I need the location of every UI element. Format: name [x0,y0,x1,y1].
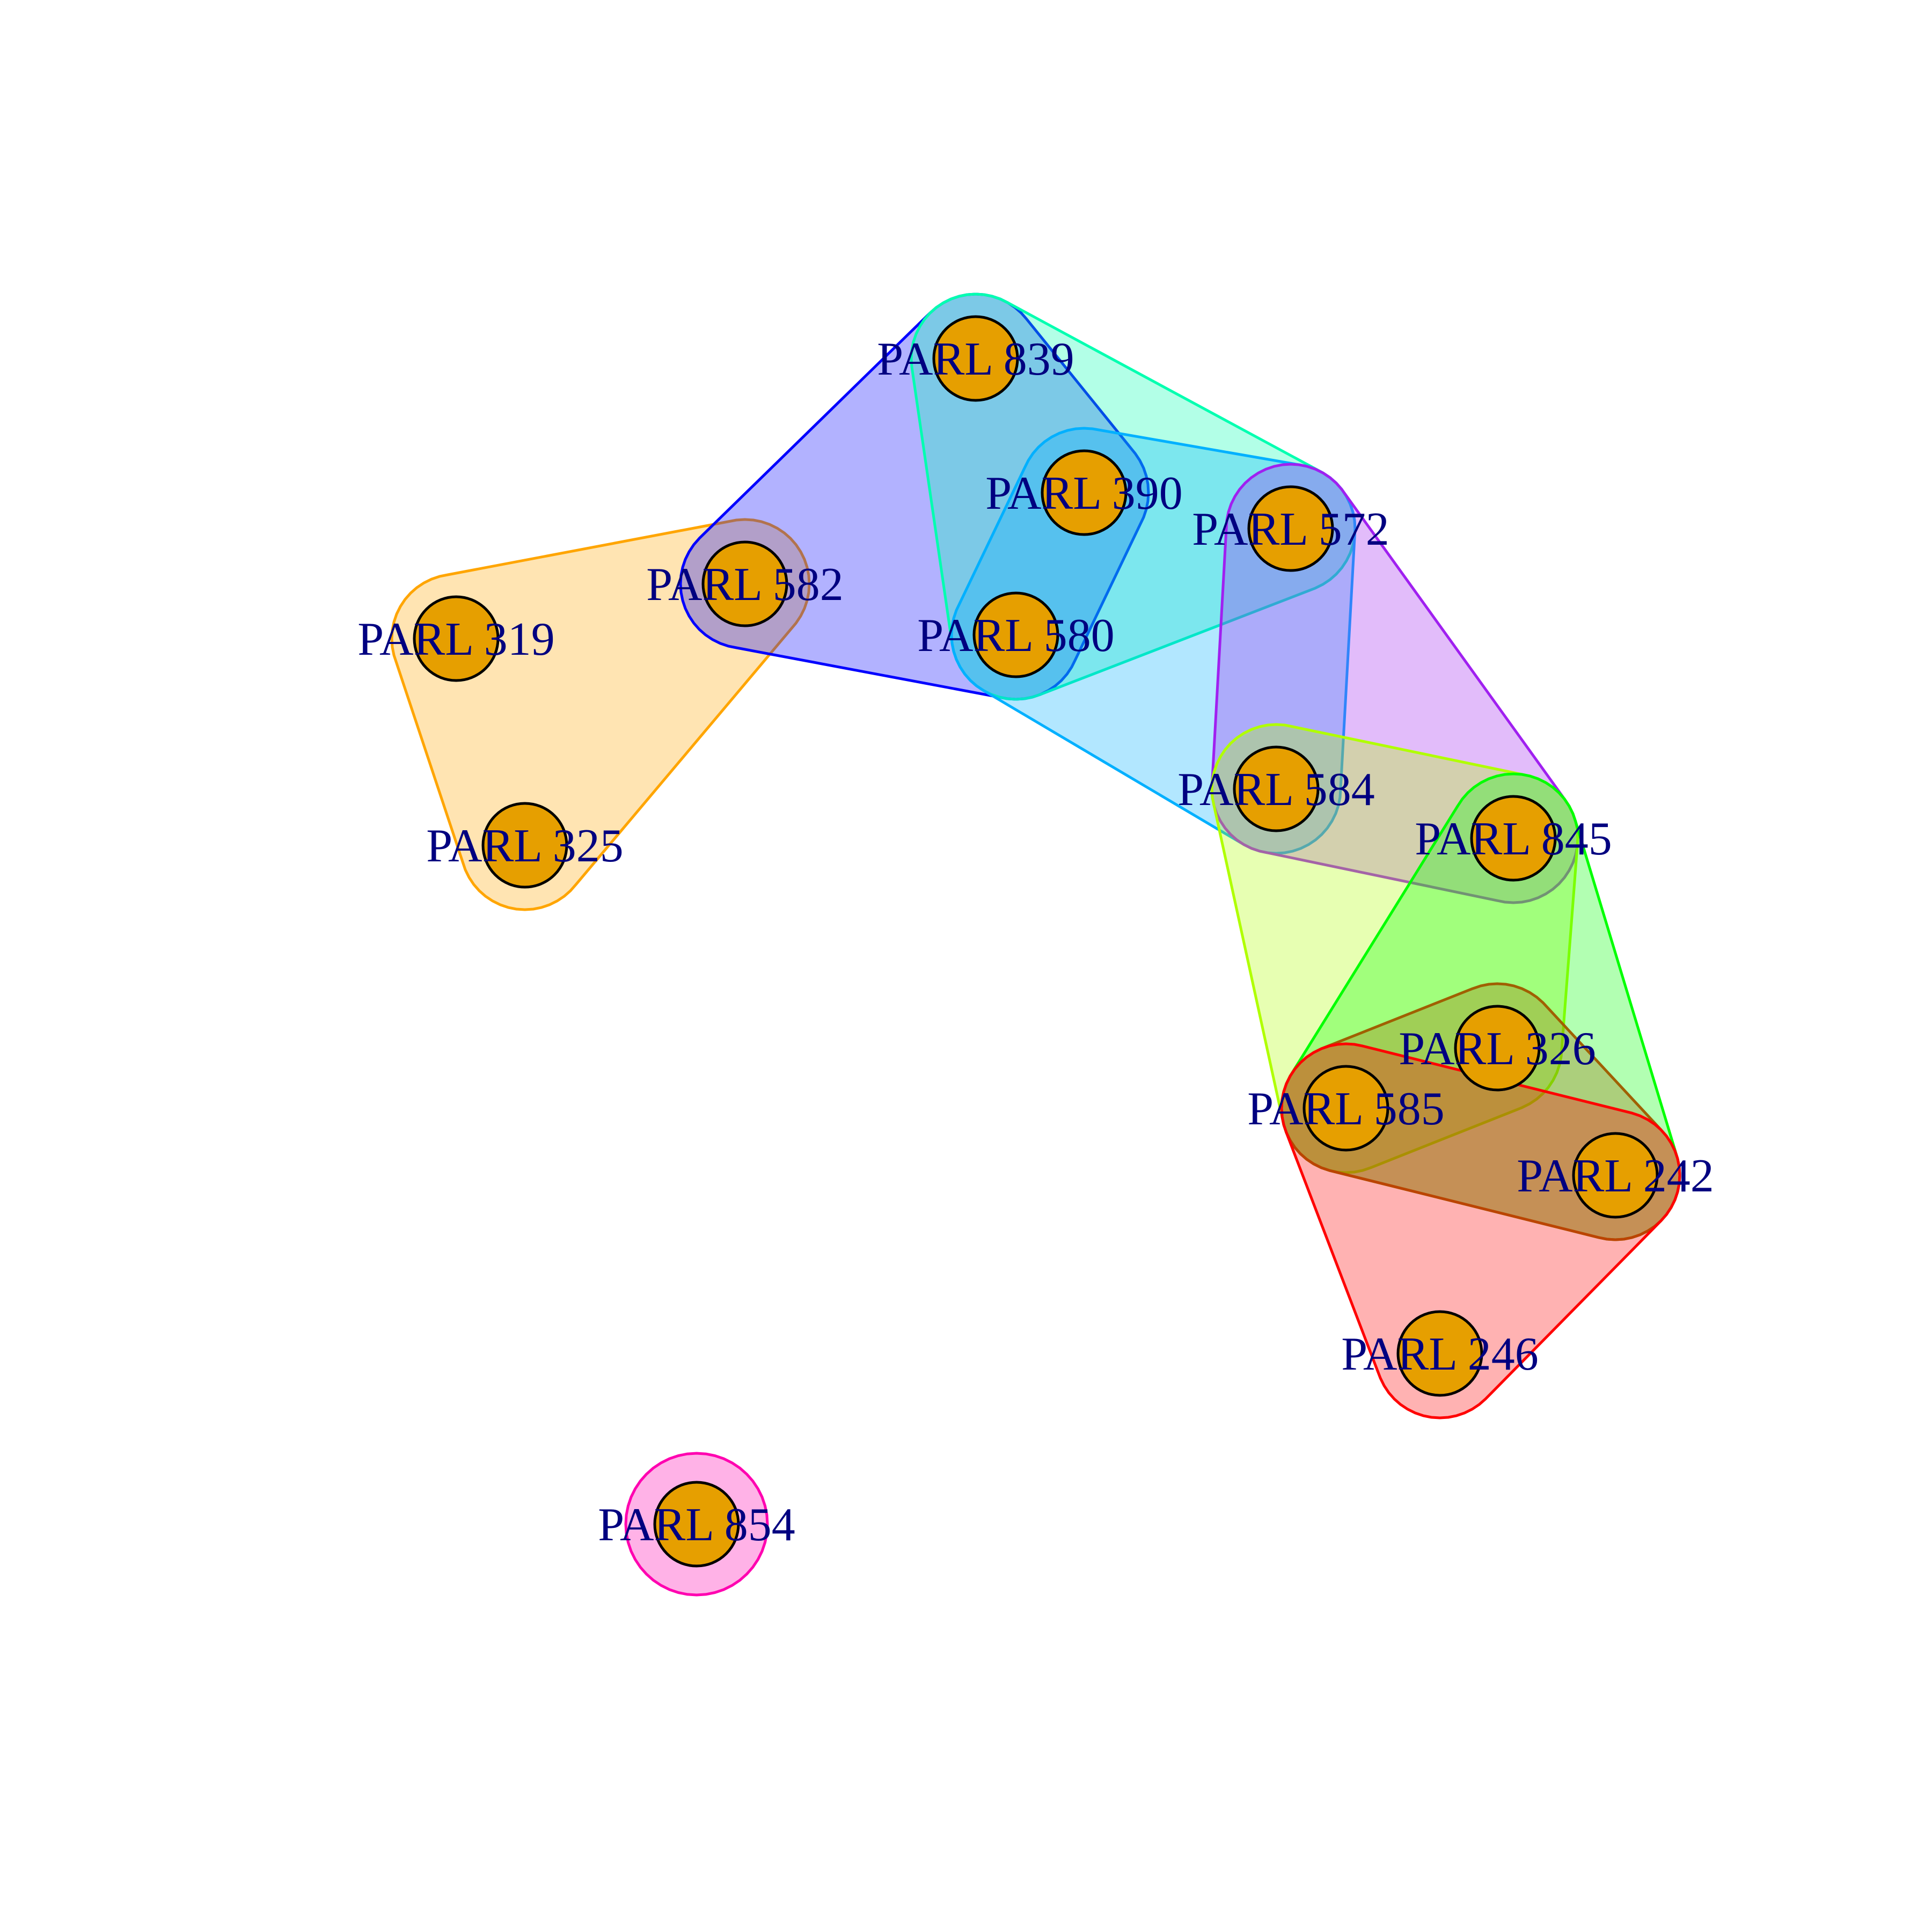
node-319 [413,595,500,682]
node-585 [1302,1065,1389,1152]
node-label-839: PARL 839 [877,333,1074,385]
node-854 [653,1481,740,1568]
node-580 [972,591,1059,678]
group-hull-red [1280,1042,1681,1419]
node-label-584: PARL 584 [1177,764,1375,816]
node-572 [1247,485,1334,572]
node-label-854: PARL 854 [598,1499,795,1551]
node-label-242: PARL 242 [1517,1150,1714,1202]
node-label-845: PARL 845 [1415,813,1612,865]
nodes [413,315,1659,1568]
node-label-326: PARL 326 [1399,1023,1596,1075]
node-584 [1233,745,1320,832]
node-label-580: PARL 580 [917,610,1115,662]
node-242 [1572,1132,1659,1219]
node-839 [932,315,1019,402]
group-hull-orange [390,518,811,911]
node-582 [701,540,788,627]
node-label-325: PARL 325 [426,820,624,872]
node-326 [1454,1005,1541,1092]
node-label-582: PARL 582 [646,559,844,611]
node-label-319: PARL 319 [357,613,555,665]
node-845 [1470,795,1557,882]
node-label-585: PARL 585 [1247,1083,1445,1135]
node-label-246: PARL 246 [1341,1328,1539,1380]
node-label-390: PARL 390 [985,467,1183,519]
node-label-572: PARL 572 [1192,503,1389,555]
node-246 [1396,1310,1483,1397]
node-390 [1041,449,1128,536]
node-325 [481,802,568,889]
